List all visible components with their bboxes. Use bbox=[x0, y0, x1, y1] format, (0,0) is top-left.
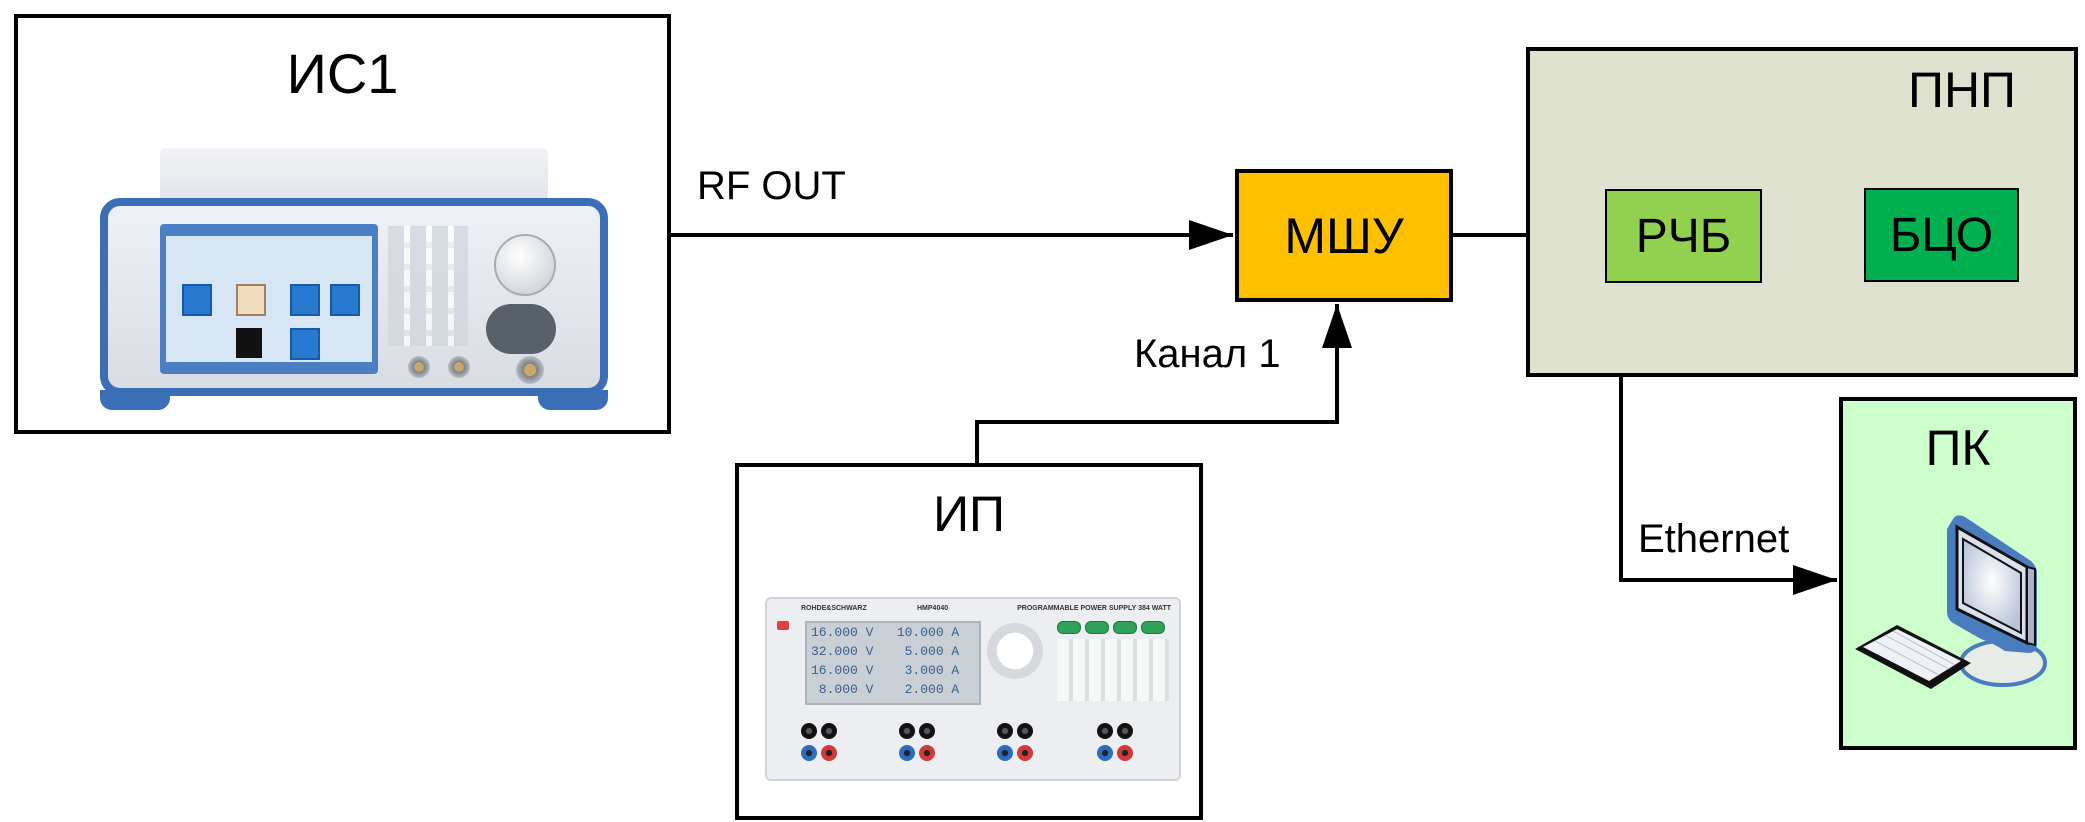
rchb-block[interactable]: РЧБ bbox=[1605, 189, 1762, 283]
rf-out-label: RF OUT bbox=[697, 164, 846, 208]
wire-ethernet bbox=[1619, 377, 1837, 595]
rchb-label: РЧБ bbox=[1635, 210, 1732, 263]
power-button bbox=[777, 621, 789, 630]
bco-label: БЦО bbox=[1889, 209, 1994, 262]
pc-block[interactable]: ПК bbox=[1839, 397, 2077, 750]
lna-block[interactable]: МШУ bbox=[1235, 169, 1453, 302]
rotary-knob bbox=[494, 234, 556, 296]
power-supply-block[interactable]: ИП ROHDE&SCHWARZ HMP4040 PROGRAMMABLE PO… bbox=[735, 463, 1203, 820]
bco-block[interactable]: БЦО bbox=[1864, 188, 2019, 282]
signal-generator-image bbox=[100, 128, 608, 410]
lna-label: МШУ bbox=[1284, 208, 1404, 264]
power-supply-image: ROHDE&SCHWARZ HMP4040 PROGRAMMABLE POWER… bbox=[765, 597, 1181, 781]
psu-display: 16.000 V 10.000 A 32.000 V 5.000 A 16.00… bbox=[805, 621, 981, 705]
receiver-group-label: ПНП bbox=[1908, 62, 2016, 118]
channel-1-label: Канал 1 bbox=[1134, 332, 1281, 376]
wire-channel-1 bbox=[975, 304, 1352, 463]
generator-label: ИС1 bbox=[286, 42, 399, 105]
pc-label: ПК bbox=[1925, 420, 1991, 476]
ethernet-label: Ethernet bbox=[1638, 517, 1790, 561]
power-supply-label: ИП bbox=[933, 486, 1005, 542]
generator-block[interactable]: ИС1 bbox=[14, 14, 671, 434]
generator-screen bbox=[160, 224, 378, 374]
desktop-computer-icon bbox=[1855, 515, 2047, 689]
